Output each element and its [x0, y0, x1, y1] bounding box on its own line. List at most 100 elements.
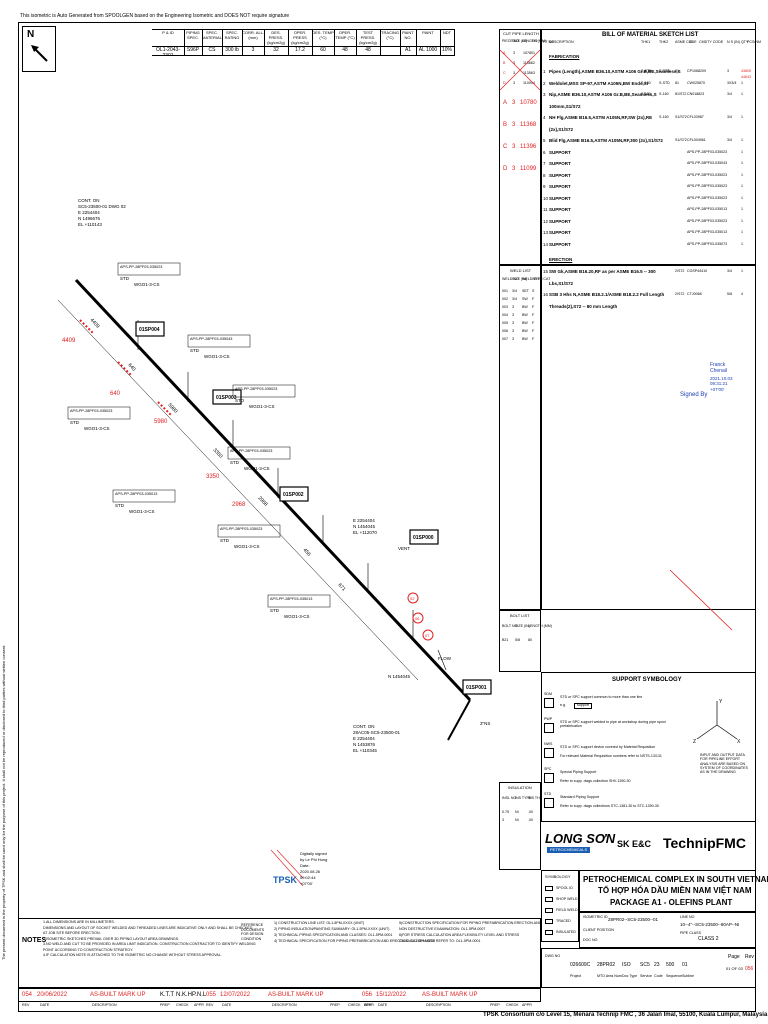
insul-cell: NI — [515, 810, 519, 814]
red-dimension: 3350 — [206, 474, 220, 480]
bom-desc: SUPPORT — [549, 149, 571, 155]
bom-pt: 6 — [543, 149, 546, 155]
rev2-date: 12/07/2022 — [220, 992, 251, 998]
dwg-no-val: 01 — [682, 962, 688, 968]
coord-mid-text: E 2254404 — [353, 518, 375, 523]
symbology-item: SHOP WELD — [556, 897, 578, 901]
weld-col-2: WELD TYPE — [522, 277, 543, 281]
bom-code: CW025870 — [687, 80, 705, 85]
support-text: Special Piping Support — [560, 770, 597, 774]
std-label: STD — [230, 460, 240, 465]
bom-qty: 1 — [741, 80, 743, 85]
rev-col-label-3: REV — [364, 1003, 372, 1007]
rev-col-label-2: CHECK — [348, 1003, 361, 1007]
ref-left-line: 1) CONSTRUCTION LINE LIST: OL1-5PM-XXXX … — [274, 921, 365, 925]
header-col-8: OPER. TEMP (°C) — [334, 29, 357, 46]
bom-pt: 10 — [543, 195, 549, 201]
weld-cell: BW — [522, 337, 528, 341]
header-col-4: CORR. ALL. (mm) — [242, 29, 265, 46]
red-dimension: 2968 — [232, 502, 246, 508]
cut-pipe-cell: 4 — [533, 81, 535, 85]
insul-cell: .00 — [528, 818, 533, 822]
aps-box — [112, 489, 176, 503]
black-dimension: 4409 — [89, 317, 101, 329]
digital-sign-3: Date: — [300, 863, 310, 868]
aps-label: APS-PP-28PF03-035023 — [220, 527, 262, 531]
handwritten-length: 11099 — [520, 166, 537, 172]
weld-cell: 3 — [512, 337, 514, 341]
signer-name: Franck Chenail — [710, 362, 727, 374]
weld-cell: F — [532, 297, 535, 301]
bom-desc: Blid Flg,ASME B16.5,ASTM A105N,RF,300 (2… — [549, 138, 663, 143]
aps-box — [187, 334, 251, 348]
bom-thk1: S-STD — [641, 69, 652, 73]
note-line: 3.NO WELD AND CUT TO BE PROVIDED IN AREA… — [43, 942, 256, 946]
header-col-10: TRACING (°C) — [380, 29, 401, 46]
symbology-icon — [545, 886, 553, 891]
bom-erect-qty: 1 — [741, 269, 743, 273]
bom-pt: 9 — [543, 184, 546, 189]
header-col-9: TEST PRESS. (kg/cm2g) — [356, 29, 381, 46]
cut-pipe-cell: 1 — [533, 51, 535, 55]
support-code: SPC — [544, 767, 552, 771]
spool-label: 01SP001 — [466, 685, 487, 691]
dwg-no-sub: Doc Type — [622, 974, 638, 978]
cut-pipe-cell: 3 — [513, 71, 515, 75]
symbology-icon — [545, 897, 553, 902]
bom-desc: (2x),S1/S72 — [549, 126, 574, 132]
rev1-desc: AS-BUILT MARK UP — [90, 992, 146, 998]
bolt-cell: B21 — [502, 638, 509, 642]
weld-cell: 006 — [502, 329, 508, 333]
header-col-13: NDT — [440, 29, 455, 46]
handwritten-size: 3 — [512, 166, 516, 172]
bom-qty: 43805 — [741, 69, 751, 73]
bom-thk2: S-STD — [659, 80, 670, 85]
handwritten-piece: C — [503, 144, 508, 150]
symbology-item: SPOOL ID — [556, 886, 573, 890]
support-code: STD — [544, 792, 552, 796]
header-val-11: A1 — [400, 46, 417, 56]
weld-cell: F — [532, 313, 535, 317]
bom-thk2: S-STD — [659, 69, 670, 73]
pipe-bend — [447, 699, 471, 741]
black-dimension: 5980 — [167, 402, 179, 414]
bom-asme: S1/S72 — [675, 115, 687, 119]
wgo-label: WGO1-3-CS — [244, 466, 270, 471]
bom-pt: 14 — [543, 241, 549, 247]
bom-code: APS-PP-28PF03-035023 — [687, 149, 728, 154]
bom-pt: 8 — [543, 172, 546, 178]
wgo-label: WGO1-3-CS — [129, 509, 155, 514]
bom-code: APS-PP-28PF03-035013 — [687, 207, 728, 211]
longson-sub: PETROCHEMICALS — [547, 847, 591, 853]
red-markup — [117, 361, 133, 377]
bom-erect-asme: 2/S72 — [675, 269, 685, 273]
header-val-3: 300 lb — [222, 46, 243, 56]
bom-desc: SUPPORT — [549, 195, 571, 201]
rev-col-label-3: APPR — [522, 1003, 532, 1007]
rev1-no: 054 — [22, 992, 33, 998]
cut-pipe-cell: 11368 — [523, 61, 533, 65]
ref-right-line: 5)CONSTRUCTION SPECIFICATION FOR PIPING … — [399, 921, 542, 925]
weld-list-title: WELD LIST — [510, 268, 532, 273]
weld-cell: BW — [522, 313, 528, 317]
cont-bottom-text: CONT. ON — [353, 724, 375, 729]
red-circle — [407, 592, 419, 604]
bom-erect-ns: 3/4 — [727, 269, 732, 273]
symbology-item: INSULATED — [556, 930, 576, 934]
bom-pt: 3 — [543, 92, 546, 97]
bom-qty: 1 — [741, 195, 743, 200]
bom-erect-desc: SSB 3 Hhs N,ASME B18.2.1/ASME B18.2.2 Fu… — [549, 292, 665, 297]
header-val-7: 60 — [312, 46, 335, 56]
header-col-5: DES. PRESS. (kg/cm2g) — [264, 29, 289, 46]
black-dimension: 2968 — [257, 495, 269, 507]
svg-text:Z: Z — [693, 739, 696, 745]
std-label: STD — [115, 503, 125, 508]
line-no-value: 10--4"--SC5-23500--80AP--NI — [680, 922, 740, 927]
cut-pipe-cell: 3 — [513, 51, 515, 55]
wgo-label: WGO1-3-CS — [204, 354, 230, 359]
bom-asme: 81 — [675, 80, 679, 85]
handwritten-piece: B — [503, 122, 508, 128]
header-col-0: P & ID — [152, 29, 185, 46]
bom-desc: SUPPORT — [549, 184, 571, 189]
bom-erect-code: CGSP44410 — [687, 269, 708, 273]
